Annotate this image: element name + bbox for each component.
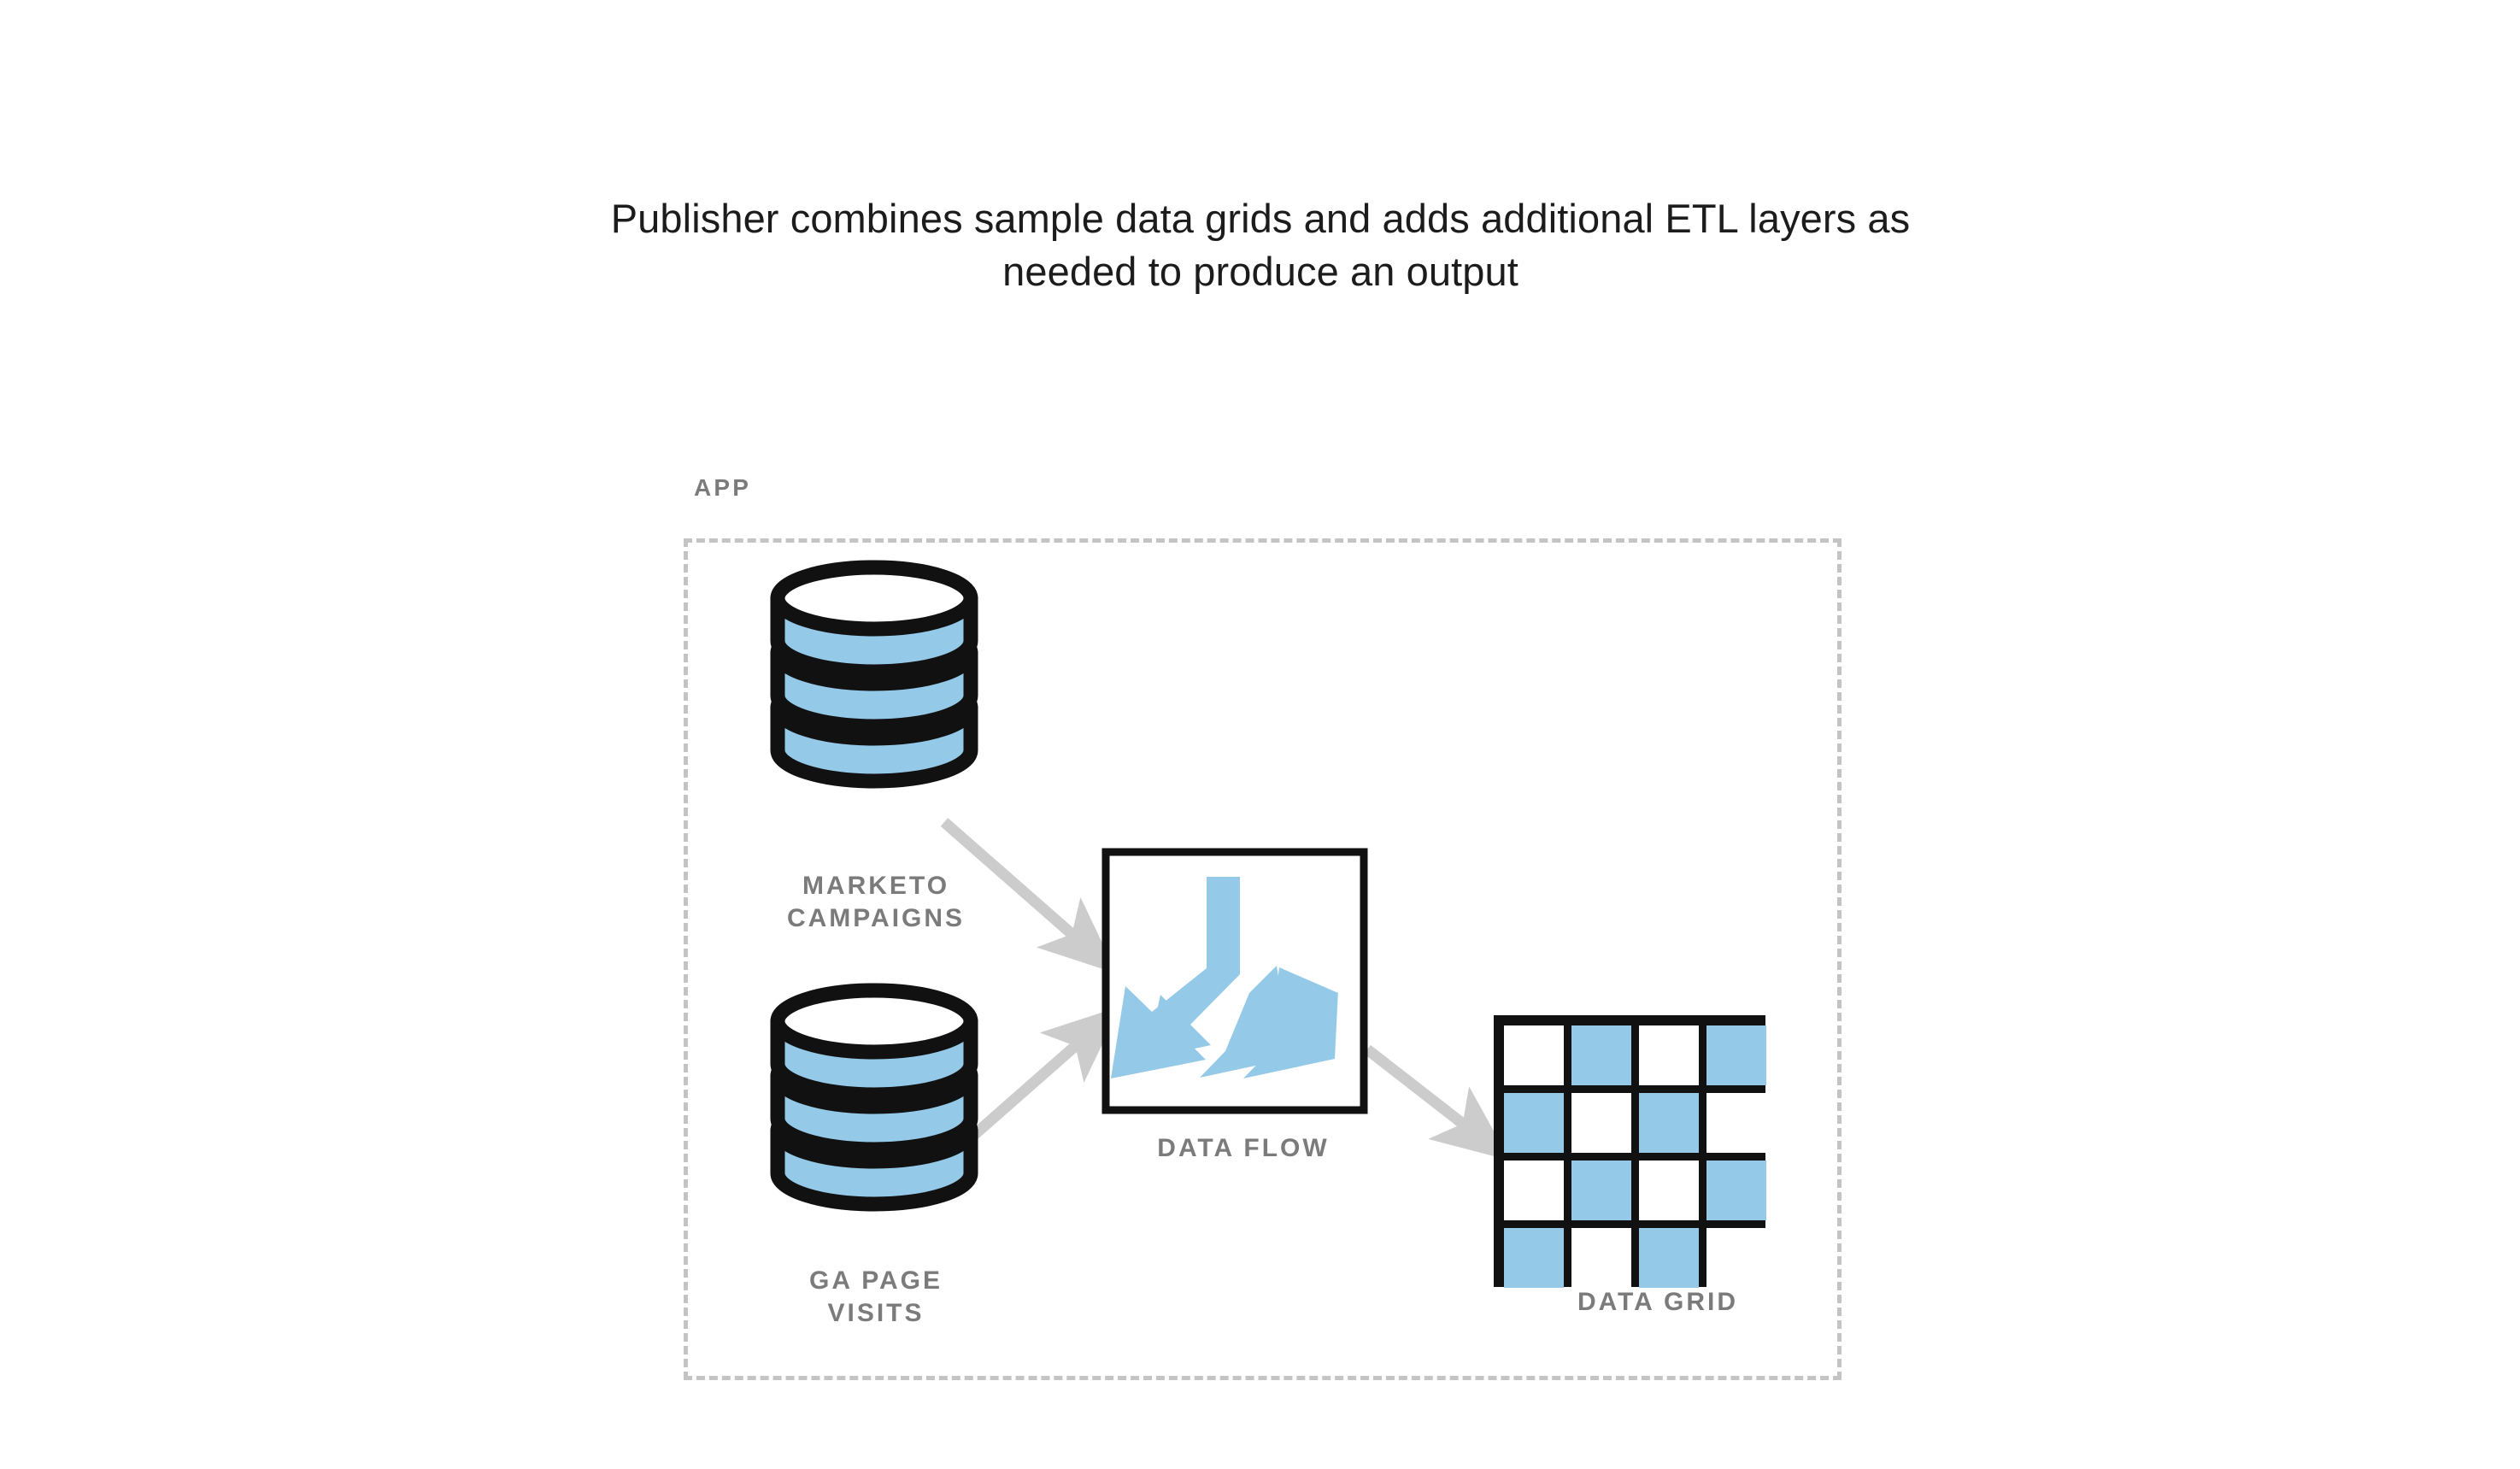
app-container-label: APP [694, 474, 752, 501]
node-label-ga-page-visits: GA PAGE VISITS [808, 1266, 943, 1328]
node-label-marketo-campaigns: MARKETO CAMPAIGNS [786, 872, 966, 933]
app-container-boundary [684, 538, 1842, 1380]
node-label-data-flow: DATA FLOW [1157, 1134, 1330, 1162]
page-title: Publisher combines sample data grids and… [610, 196, 1911, 295]
node-label-data-grid: DATA GRID [1577, 1288, 1739, 1316]
